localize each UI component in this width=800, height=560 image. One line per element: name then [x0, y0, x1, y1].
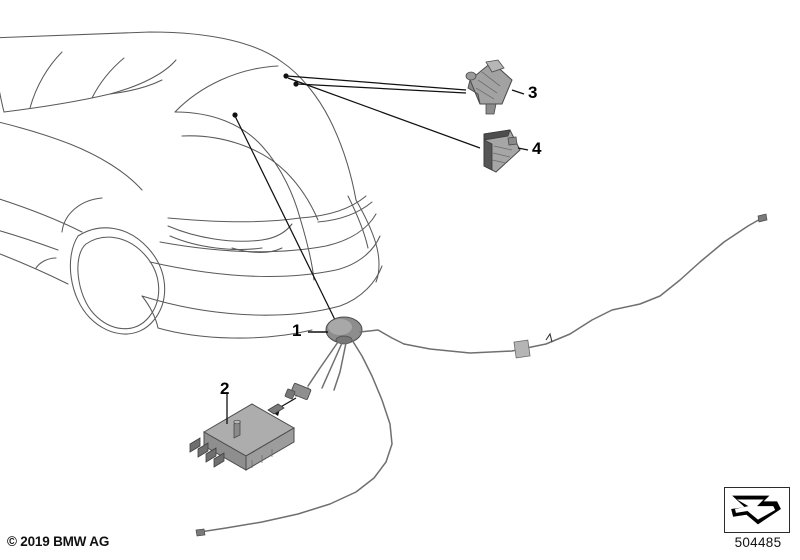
part-3-antenna-amplifier-upper — [465, 59, 513, 115]
arrow-chevron-icon — [731, 495, 781, 525]
callout-dot-3 — [283, 73, 289, 79]
antenna-cable-harness — [199, 217, 763, 533]
harness-connector — [284, 382, 312, 400]
diagram-reference: 504485 — [724, 487, 792, 552]
part-1-roof-antenna-base — [325, 316, 363, 345]
callout-label-1: 1 — [292, 321, 302, 340]
part-2-antenna-amplifier-module — [189, 403, 295, 471]
callout-dot-4 — [293, 81, 299, 87]
callout-dot-1 — [232, 112, 238, 118]
cable-clip — [513, 339, 531, 359]
callout-label-3: 3 — [528, 83, 538, 102]
reference-icon-box — [724, 487, 790, 533]
callout-label-2: 2 — [220, 379, 230, 398]
copyright-text: © 2019 BMW AG — [7, 534, 110, 549]
leader-line-3 — [511, 89, 525, 95]
cable-end-fittings — [195, 213, 768, 537]
vehicle-outline — [0, 31, 383, 339]
diagram-number: 504485 — [734, 535, 782, 550]
leader-lines — [234, 75, 481, 331]
part-4-antenna-amplifier-flat — [483, 129, 521, 173]
cable-bend-marker — [545, 332, 553, 343]
callout-label-4: 4 — [532, 139, 542, 158]
leader-line-4 — [517, 147, 529, 151]
